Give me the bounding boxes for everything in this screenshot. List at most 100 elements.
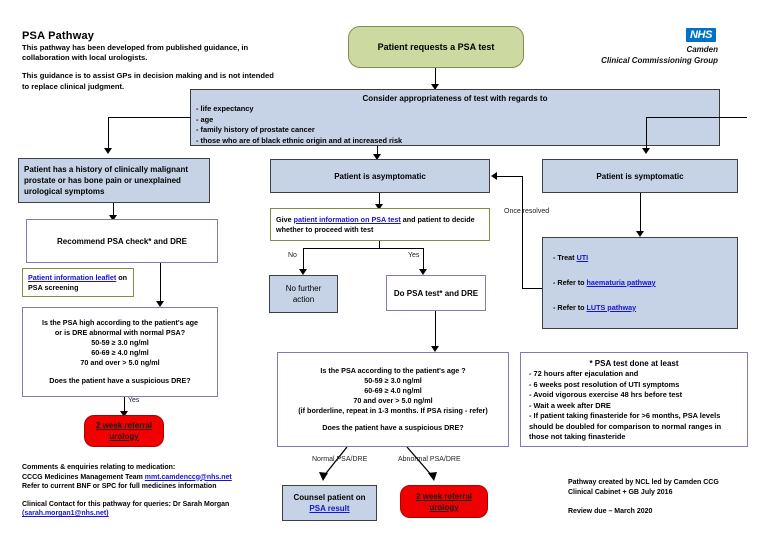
node-mid-referral: 2 week referral urology xyxy=(400,485,488,518)
edge-label-once-resolved: Once resolved xyxy=(504,208,550,215)
left-decision-line4: 60-69 ≥ 4.0 ng/ml xyxy=(91,348,149,357)
arrow-down-icon xyxy=(431,84,439,90)
mid-referral-line2[interactable]: urology xyxy=(429,502,459,512)
psa-note-line-1: - 72 hours after ejaculation and xyxy=(529,369,639,378)
no-further-action-line1: No further xyxy=(285,284,322,293)
appropriateness-bullet-1: - life expectancy xyxy=(196,104,254,113)
node-symptomatic: Patient is symptomatic xyxy=(542,159,738,193)
edge-appropriateness-right-h xyxy=(719,117,747,119)
left-referral-line1[interactable]: 2 week referral xyxy=(95,421,153,430)
counsel-pre: Counsel patient on xyxy=(293,493,366,502)
mmt-email-link[interactable]: mmt.camdenccg@nhs.net xyxy=(144,473,232,481)
footer-left-line4: Clinical Contact for this pathway for qu… xyxy=(22,500,230,508)
mid-decision-line5: (if borderline, repeat in 1-3 months. If… xyxy=(298,406,488,415)
edge-appropriateness-stem xyxy=(377,146,379,156)
footer-left-line1: Comments & enquiries relating to medicat… xyxy=(22,464,176,471)
treat-item1-pre: - Treat xyxy=(553,253,577,263)
psa-note-line-5: - If patient taking finasteride for >6 m… xyxy=(529,411,721,420)
logo-org-name: Camden xyxy=(686,45,718,54)
header-subtitle: This pathway has been developed from pub… xyxy=(22,43,322,63)
uti-link[interactable]: UTI xyxy=(576,253,589,263)
arrow-down-icon xyxy=(375,204,383,210)
treat-item2-pre: - Refer to xyxy=(553,277,587,287)
edge-once-resolved-v xyxy=(522,176,524,289)
node-appropriateness: Consider appropriateness of test with re… xyxy=(190,89,720,146)
edge-label-abnormal: Abnormal PSA/DRE xyxy=(398,456,461,463)
psa-result-link[interactable]: PSA result xyxy=(309,504,350,513)
left-decision-line6: Does the patient have a suspicious DRE? xyxy=(49,376,191,385)
mid-decision-line1: Is the PSA according to the patient's ag… xyxy=(320,366,466,375)
edge-recommend-to-decision xyxy=(160,263,162,305)
footer-left-line2-pre: CCCG Medicines Management Team xyxy=(22,473,145,481)
header-paragraph-line2: to replace clinical judgment. xyxy=(22,82,125,91)
left-decision-line5: 70 and over > 5.0 ng/ml xyxy=(80,358,160,367)
logo-org-subtitle: Clinical Commissioning Group xyxy=(601,56,718,65)
arrow-down-icon xyxy=(373,154,381,160)
psa-test-info-link[interactable]: patient information on PSA test xyxy=(293,214,401,224)
haematuria-pathway-link[interactable]: haematuria pathway xyxy=(586,277,656,287)
edge-asymptomatic-to-giveinfo xyxy=(379,193,381,208)
header-subtitle-line2: collaboration with local urologists. xyxy=(22,53,148,62)
left-decision-line3: 50-59 ≥ 3.0 ng/ml xyxy=(91,338,149,347)
sarah-morgan-email-link[interactable]: (sarah.morgan1@nhs.net) xyxy=(22,510,109,518)
appropriateness-bullet-3: - family history of prostate cancer xyxy=(196,125,315,134)
arrow-left-icon xyxy=(491,172,497,180)
arrow-down-icon xyxy=(431,346,439,352)
page-title: PSA Pathway xyxy=(22,30,95,42)
header-subtitle-line1: This pathway has been developed from pub… xyxy=(22,43,249,52)
edge-mid-decision-split xyxy=(319,447,437,481)
node-start: Patient requests a PSA test xyxy=(348,26,524,68)
psa-note-line-4: - Wait a week after DRE xyxy=(529,400,611,410)
footer-right-spacer xyxy=(568,497,768,507)
footer-right-line3: Review due – March 2020 xyxy=(568,508,653,516)
edge-appropriateness-right-h2 xyxy=(646,117,721,119)
psa-note-heading: * PSA test done at least xyxy=(589,359,679,368)
luts-pathway-link[interactable]: LUTS pathway xyxy=(586,302,637,312)
edge-appropriateness-left-h xyxy=(108,117,191,119)
left-decision-line1: Is the PSA high according to the patient… xyxy=(42,318,198,327)
nhs-wordmark: NHS xyxy=(686,28,717,42)
appropriateness-bullet-4: - those who are of black ethnic origin a… xyxy=(196,135,403,145)
edge-giveinfo-split-stem xyxy=(379,241,381,249)
patient-leaflet-rest: on PSA screening xyxy=(28,272,128,292)
patient-leaflet-link[interactable]: Patient information leaflet xyxy=(28,272,117,282)
arrow-down-icon xyxy=(109,215,117,221)
mid-decision-line4: 70 and over > 5.0 ng/ml xyxy=(353,396,433,405)
node-left-decision: Is the PSA high according to the patient… xyxy=(22,307,218,397)
appropriateness-bullet-2: - age xyxy=(196,114,214,124)
mid-referral-line1[interactable]: 2 week referral xyxy=(415,491,473,501)
psa-note-line-3: - Avoid vigorous exercise 48 hrs before … xyxy=(529,390,683,399)
left-decision-line2: or is DRE abnormal with normal PSA? xyxy=(54,328,186,337)
node-give-info: Give patient information on PSA test and… xyxy=(270,208,490,241)
arrow-down-icon xyxy=(642,148,650,154)
nhs-logo: NHS xyxy=(686,28,717,42)
arrow-down-icon xyxy=(419,269,427,275)
arrow-down-icon xyxy=(636,231,644,237)
footer-left-spacer xyxy=(22,492,282,500)
psa-note-line-2: - 6 weeks post resolution of UTI symptom… xyxy=(529,379,680,389)
edge-no-branch xyxy=(303,248,305,272)
node-psa-note: * PSA test done at least - 72 hours afte… xyxy=(520,352,748,447)
edge-label-yes: Yes xyxy=(408,252,420,259)
node-asymptomatic: Patient is asymptomatic xyxy=(270,159,490,193)
edge-malignant-to-recommend xyxy=(113,203,115,219)
header-paragraph: This guidance is to assist GPs in decisi… xyxy=(22,70,342,92)
edge-label-normal: Normal PSA/DRE xyxy=(312,456,368,463)
node-do-psa: Do PSA test* and DRE xyxy=(386,275,486,311)
no-further-action-line2: action xyxy=(292,295,315,304)
node-treat-refer: - Treat UTI - Refer to haematuria pathwa… xyxy=(542,237,738,329)
edge-label-no: No xyxy=(288,252,297,259)
treat-item3-pre: - Refer to xyxy=(553,302,587,312)
left-referral-line2[interactable]: urology xyxy=(109,432,139,441)
footer-right-line2: Clinical Cabinet + GB July 2016 xyxy=(568,488,673,496)
node-left-referral: 2 week referral urology xyxy=(84,415,164,447)
node-recommend-psa: Recommend PSA check* and DRE xyxy=(26,219,218,263)
node-no-further-action: No further action xyxy=(269,275,338,313)
header-paragraph-line1: This guidance is to assist GPs in decisi… xyxy=(22,71,274,80)
footer-left: Comments & enquiries relating to medicat… xyxy=(22,463,282,519)
edge-giveinfo-split-h xyxy=(303,248,423,250)
edge-left-decision-yes xyxy=(124,397,126,415)
arrow-down-icon xyxy=(104,148,112,154)
edge-symptomatic-to-treat xyxy=(640,193,642,235)
